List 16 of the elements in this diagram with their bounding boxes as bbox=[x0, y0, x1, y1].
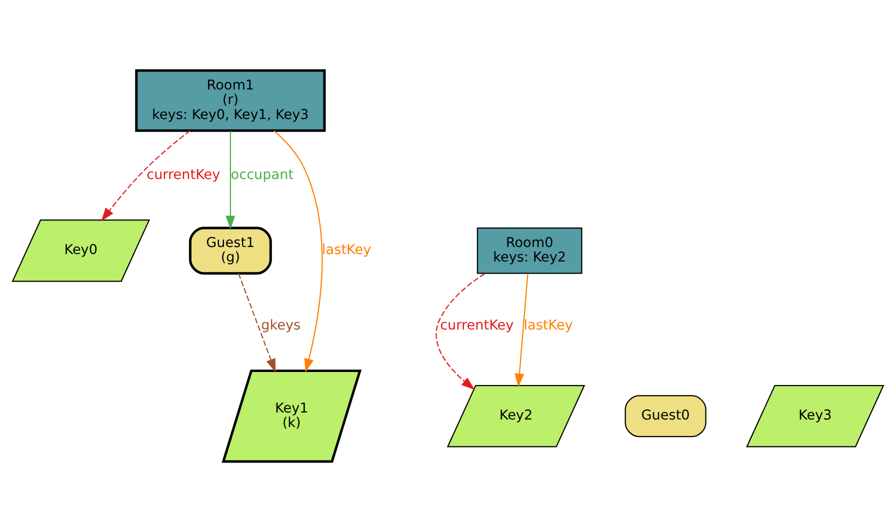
arrow bbox=[436, 272, 486, 390]
arrow bbox=[226, 130, 236, 229]
arrow bbox=[514, 272, 528, 387]
edge-label: lastKey bbox=[524, 317, 573, 334]
node-box: Room1 (r) keys: Key0, Key1, Key3 bbox=[135, 68, 326, 132]
arrow bbox=[238, 272, 276, 372]
edge-label: lastKey bbox=[322, 242, 372, 258]
node-box: Room0 keys: Key2 bbox=[476, 226, 582, 274]
arrow bbox=[274, 130, 323, 372]
node-box: Guest1 (g) bbox=[188, 226, 272, 274]
arrow bbox=[101, 130, 190, 221]
node-box: Guest0 bbox=[624, 394, 706, 437]
edge-label: currentKey bbox=[146, 166, 220, 182]
edge-label: currentKey bbox=[440, 317, 514, 334]
edge-label: occupant bbox=[230, 166, 294, 182]
edge-label: gkeys bbox=[261, 317, 301, 334]
